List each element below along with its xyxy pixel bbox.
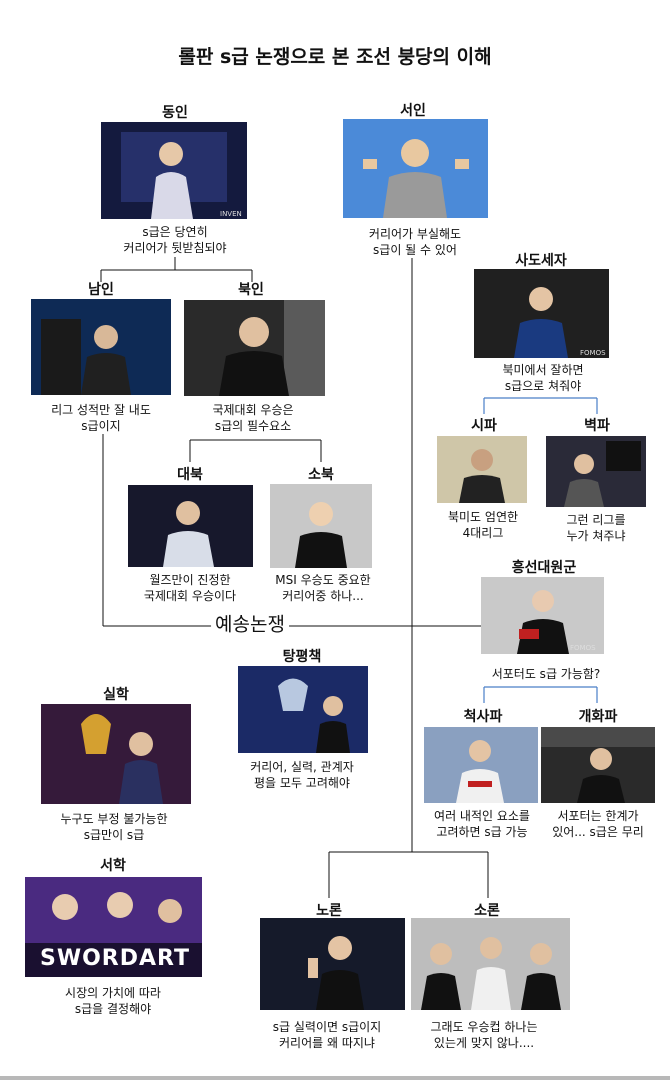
caption-heungseon: 서포터도 s급 가능함?: [491, 667, 601, 681]
label-cheoksa: 척사파: [463, 709, 503, 725]
label-daebuk: 대북: [177, 467, 203, 483]
label-sobuk: 소북: [308, 467, 334, 483]
photo-seohak: [25, 877, 202, 977]
label-noron: 노론: [316, 903, 342, 919]
label-heungseon: 흥선대원군: [511, 560, 577, 576]
photo-noron: [260, 918, 405, 1010]
photo-sado: [474, 269, 609, 358]
watermark-fomos-2: FOMOS: [570, 644, 596, 652]
photo-tangpyeong: [238, 666, 368, 753]
photo-silhak: [41, 704, 191, 804]
label-dongin: 동인: [162, 105, 188, 121]
photo-daebuk: [128, 485, 253, 567]
photo-seoin: [343, 119, 488, 218]
label-seohak: 서학: [100, 858, 126, 874]
label-silhak: 실학: [103, 687, 129, 703]
seohak-logo: SWORDART: [39, 946, 190, 971]
center-label-yesong: 예송논쟁: [211, 609, 289, 637]
watermark-fomos-1: FOMOS: [580, 349, 606, 357]
photo-byeokpa: [546, 436, 646, 507]
label-sipa: 시파: [471, 418, 497, 434]
photo-sipa: [437, 436, 527, 503]
label-bukin: 북인: [238, 282, 264, 298]
photo-gaehwa: [541, 727, 655, 803]
watermark-inven: INVEN: [220, 210, 242, 218]
photo-dongin: [101, 122, 247, 219]
label-sado: 사도세자: [515, 253, 567, 269]
photo-cheoksa: [424, 727, 538, 803]
label-namin: 남인: [88, 282, 114, 298]
label-seoin: 서인: [400, 103, 426, 119]
photo-heungseon: [481, 577, 604, 654]
photo-bukin: [184, 300, 325, 396]
label-soron: 소론: [474, 903, 500, 919]
label-gaehwa: 개화파: [578, 709, 618, 725]
photo-soron: [411, 918, 570, 1010]
label-byeokpa: 벽파: [584, 418, 610, 434]
label-tangpyeong: 탕평책: [282, 649, 322, 665]
page-title: 롤판 s급 논쟁으로 본 조선 붕당의 이해: [178, 46, 492, 68]
bottom-border: [0, 1076, 670, 1080]
photo-sobuk: [270, 484, 372, 568]
photo-namin: [31, 299, 171, 395]
